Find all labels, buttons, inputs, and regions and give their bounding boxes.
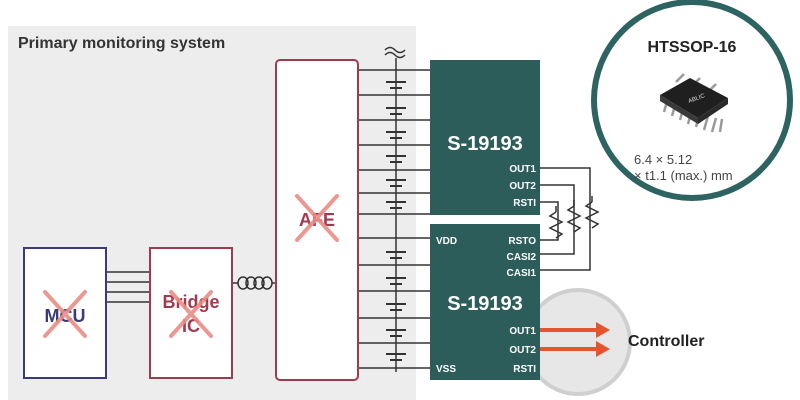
tap-lines bbox=[358, 69, 430, 369]
lower-pin-vss: VSS bbox=[436, 364, 456, 375]
lower-pin-out1: OUT1 bbox=[509, 326, 536, 337]
chip-upper bbox=[430, 60, 540, 215]
lower-pin-casi2: CASI2 bbox=[507, 252, 537, 263]
chip-lower bbox=[430, 224, 540, 380]
lower-pin-vdd: VDD bbox=[436, 236, 457, 247]
chip-brand: ABLIC bbox=[687, 93, 706, 105]
chip-lower-name: S-19193 bbox=[447, 293, 523, 315]
chip-upper-name: S-19193 bbox=[447, 133, 523, 155]
lower-pin-casi1: CASI1 bbox=[507, 268, 537, 279]
output-arrows bbox=[540, 322, 610, 357]
package-dim-line1: 6.4 × 5.12 bbox=[634, 152, 692, 167]
coil-link bbox=[232, 276, 276, 290]
upper-pin-rsti: RSTI bbox=[513, 198, 536, 209]
lower-pin-rsto: RSTO bbox=[508, 236, 536, 247]
region-title: Primary monitoring system bbox=[18, 35, 226, 52]
upper-pin-out1: OUT1 bbox=[509, 164, 536, 175]
controller-label: Controller bbox=[628, 333, 704, 350]
lower-pin-out2: OUT2 bbox=[509, 345, 536, 356]
package-view: HTSSOP-16 AB bbox=[591, 0, 793, 201]
cascade-wiring bbox=[540, 167, 591, 271]
lower-pin-rsti: RSTI bbox=[513, 364, 536, 375]
cell-stack bbox=[384, 46, 406, 372]
cross-marks bbox=[43, 194, 339, 338]
pullup-resistors bbox=[548, 196, 600, 239]
controller-highlight bbox=[524, 288, 632, 396]
package-name: HTSSOP-16 bbox=[648, 39, 737, 56]
package-dim-line2: × t1.1 (max.) mm bbox=[634, 168, 733, 183]
mcu-bridge-bus bbox=[106, 271, 150, 303]
package-chip-icon: ABLIC bbox=[660, 73, 728, 133]
upper-pin-out2: OUT2 bbox=[509, 181, 536, 192]
